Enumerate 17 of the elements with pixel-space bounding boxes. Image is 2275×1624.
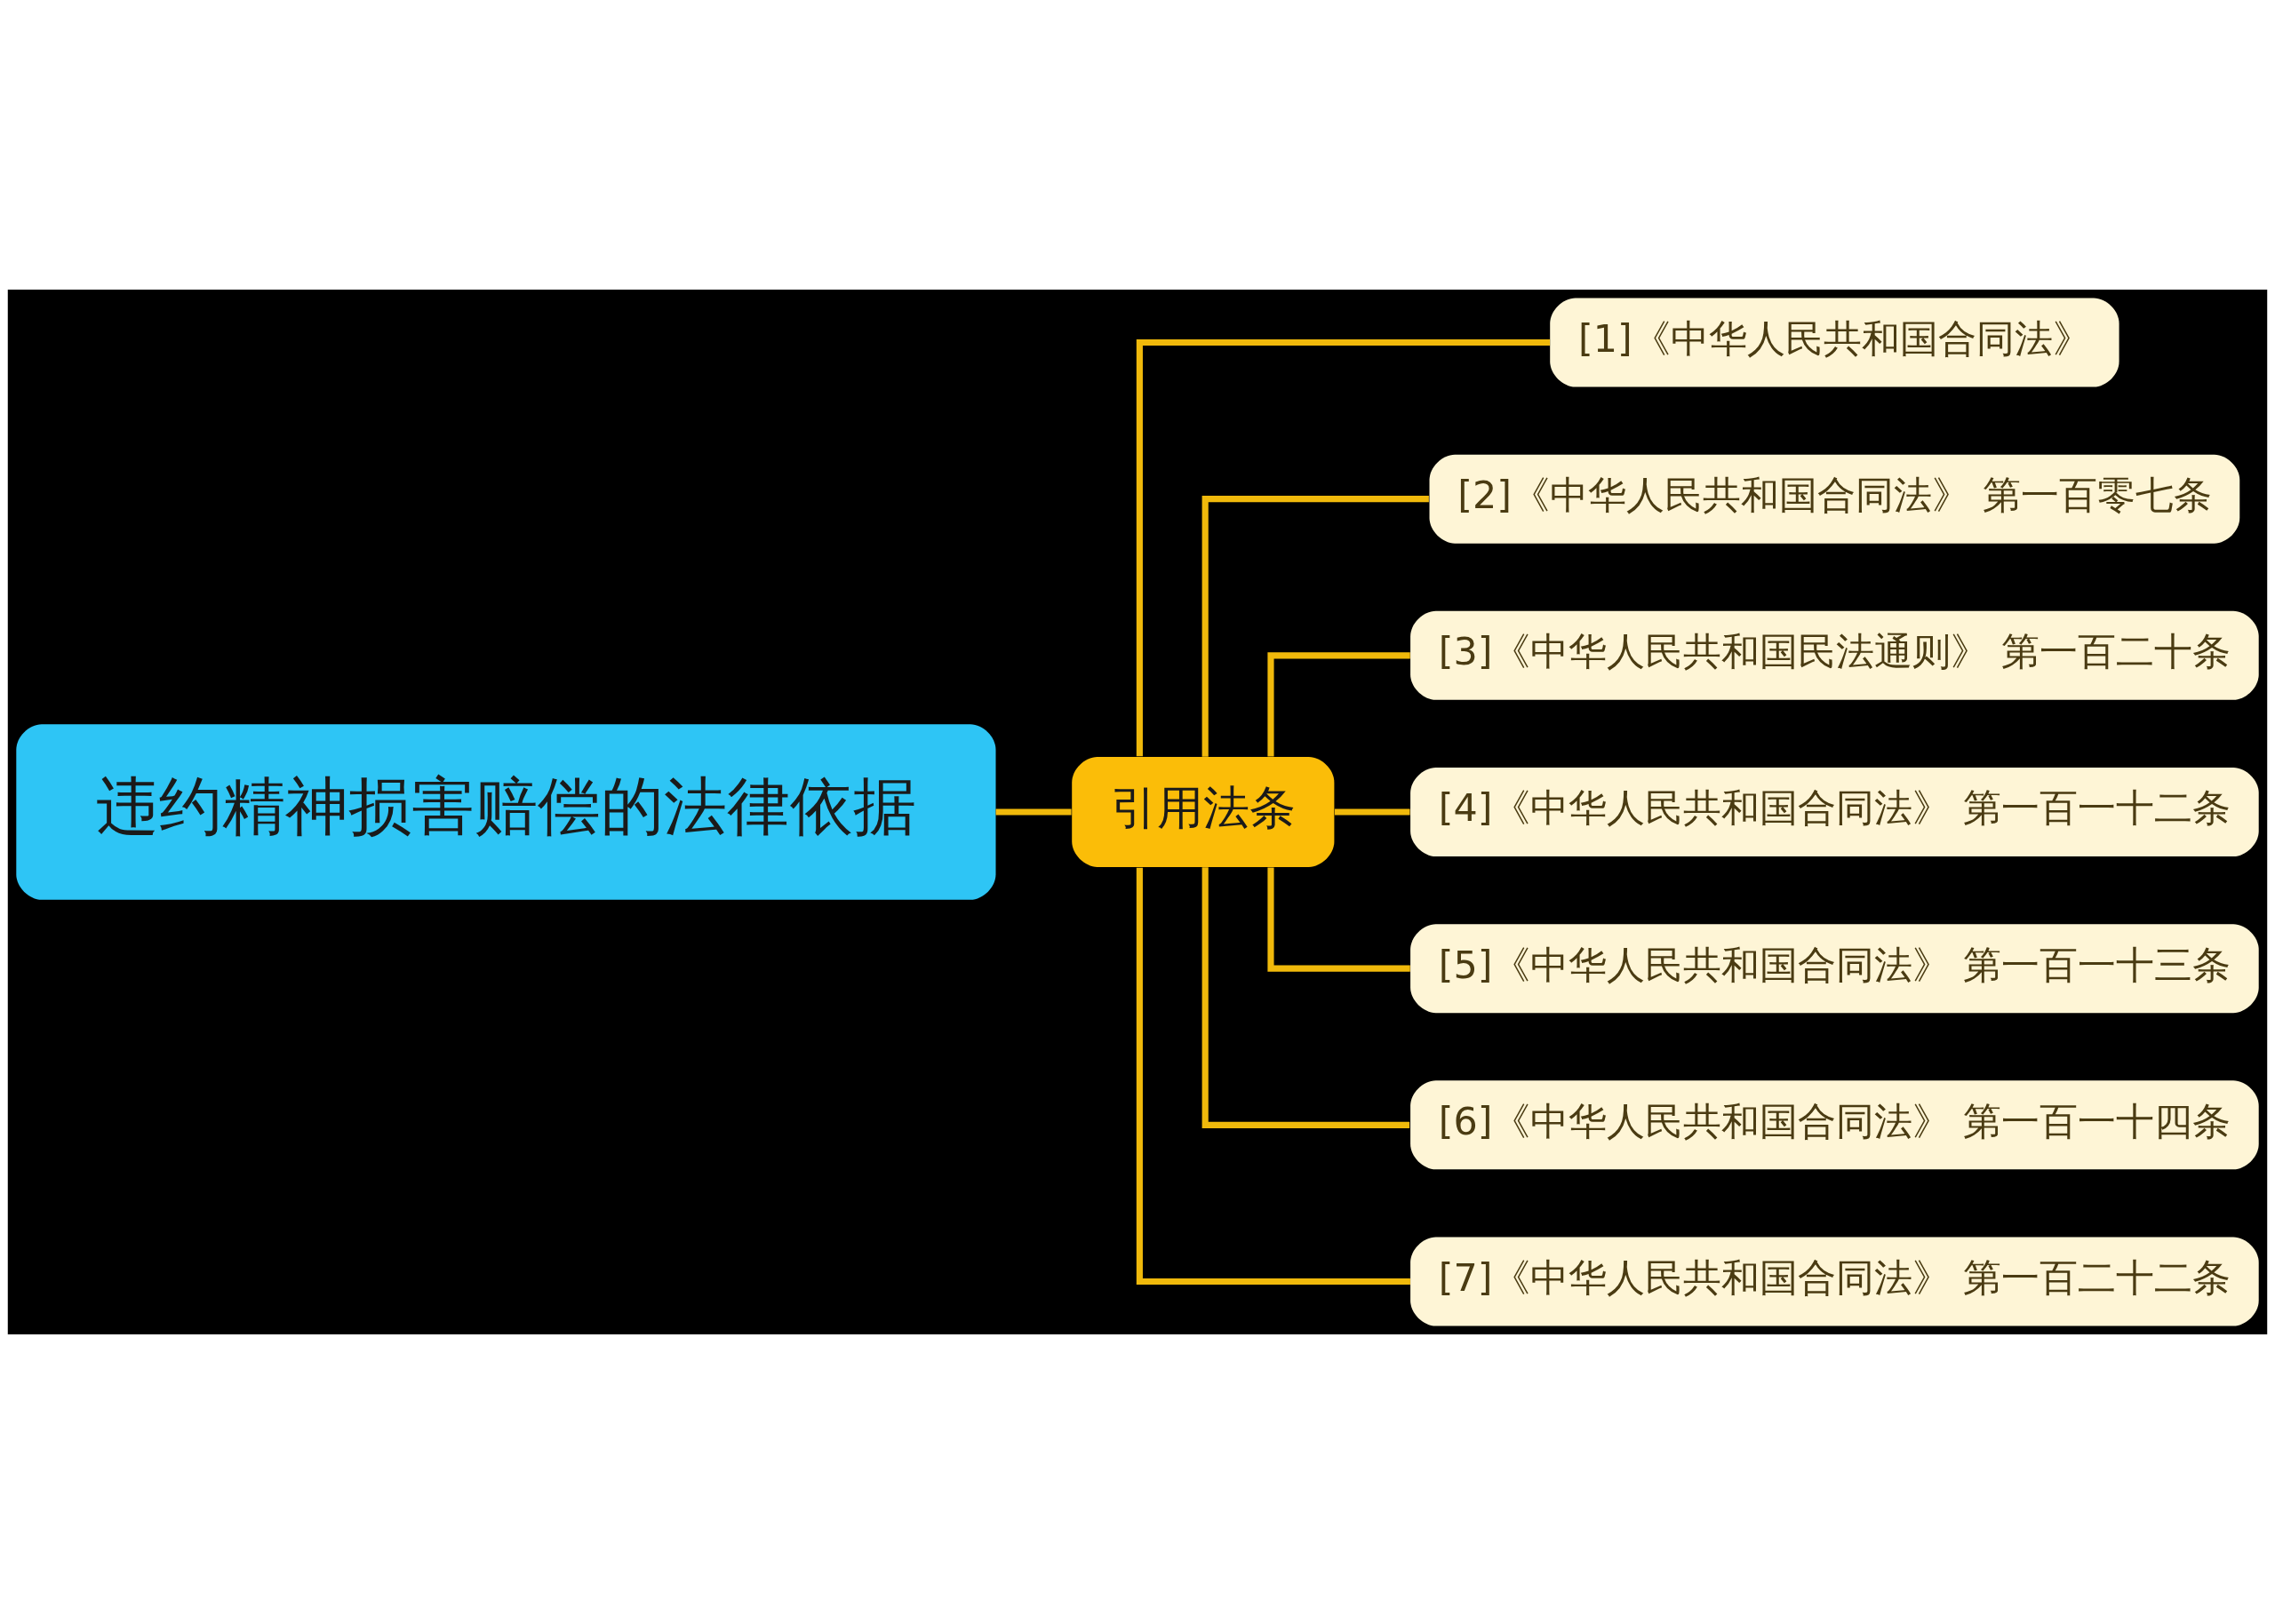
- connector: [1334, 808, 1410, 816]
- node-box: [6]《中华人民共和国合同法》 第一百一十四条: [1410, 1080, 2259, 1170]
- node-box: [5]《中华人民共和国合同法》 第一百一十三条: [1410, 924, 2259, 1014]
- connector: [1136, 338, 1551, 757]
- node-box: 引用法条: [1072, 757, 1335, 867]
- connector: [1201, 496, 1429, 757]
- connector: [1267, 867, 1410, 972]
- connector: [1267, 652, 1410, 757]
- connector: [1201, 867, 1410, 1128]
- node-box: [2]《中华人民共和国合同法》 第一百零七条: [1429, 454, 2240, 544]
- node-box: 违约精神损害赔偿的法律依据: [16, 724, 996, 900]
- node-box: [7]《中华人民共和国合同法》 第一百二十二条: [1410, 1237, 2259, 1326]
- node-box: [1]《中华人民共和国合同法》: [1550, 298, 2119, 387]
- connector: [995, 808, 1072, 816]
- node-box: [4]《中华人民共和国合同法》 第一百一十二条: [1410, 768, 2259, 856]
- node-box: [3]《中华人民共和国民法通则》 第一百二十条: [1410, 610, 2259, 700]
- connector: [1136, 867, 1410, 1286]
